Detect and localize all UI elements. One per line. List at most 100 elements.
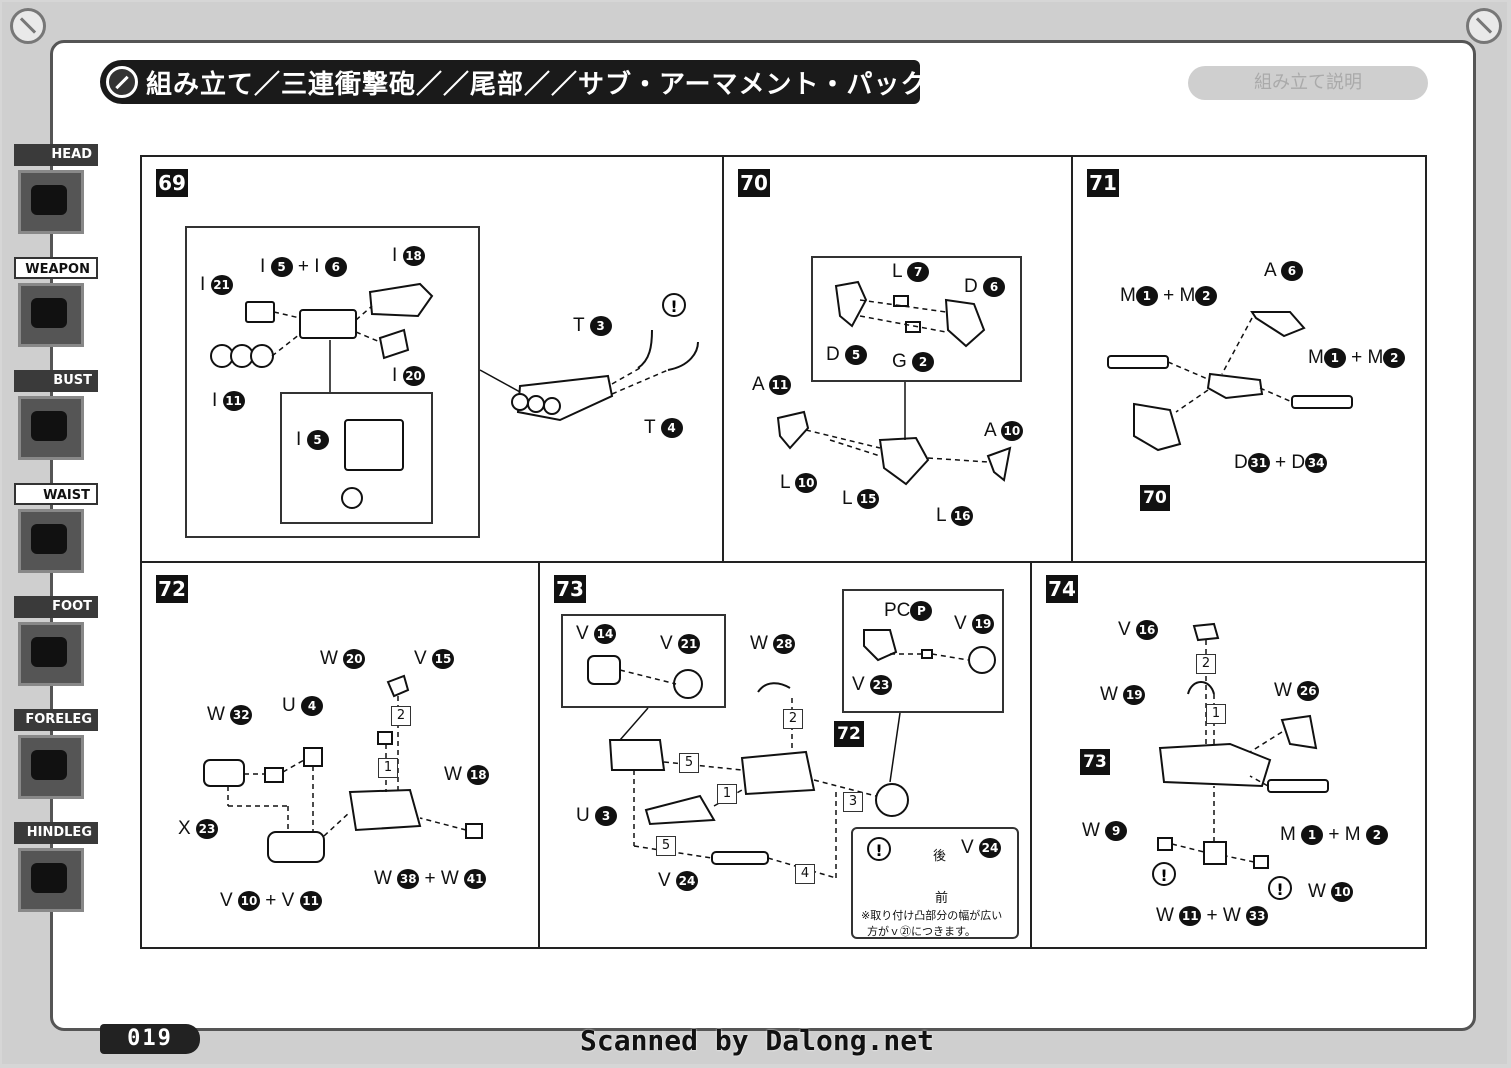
step-reference: 72 (834, 721, 864, 747)
part-label: W 26 (1274, 680, 1320, 702)
part-label: W 32 (207, 704, 253, 726)
part-label: W 38 + W 41 (374, 868, 487, 890)
order-mark: 2 (391, 706, 411, 726)
part-label: V 21 (660, 633, 700, 655)
tab-label: FOOT (14, 596, 98, 618)
step-reference: 70 (1140, 485, 1170, 511)
caution-note: ! 後 V 24 前 ※取り付け凸部分の幅が広い 方がｖ㉑につきます。 (851, 827, 1019, 939)
step-number: 74 (1046, 575, 1078, 603)
part-label: I 18 (392, 245, 425, 267)
step-panel-74: 74 (1032, 563, 1427, 949)
part-label: L 10 (780, 472, 818, 494)
order-mark: 5 (656, 836, 676, 856)
order-mark: 3 (843, 792, 863, 812)
part-label: M 1 + M 2 (1280, 824, 1388, 846)
part-label: L 7 (892, 261, 930, 283)
order-mark: 4 (795, 864, 815, 884)
tab-label: HEAD (14, 144, 98, 166)
part-label: U 3 (576, 805, 618, 827)
foot-thumbnail-icon (18, 622, 84, 686)
part-label: A 11 (752, 374, 791, 396)
step-panel-71: 71 (1073, 157, 1427, 563)
part-label: A 10 (984, 420, 1023, 442)
step-reference: 73 (1080, 749, 1110, 775)
tab-weapon[interactable]: WEAPON (10, 253, 98, 353)
order-mark: 1 (378, 758, 398, 778)
part-label: I 21 (200, 274, 233, 296)
step-panel-70: 70 (724, 157, 1073, 563)
note-back-label: 後 (933, 849, 947, 864)
tab-head[interactable]: HEAD (10, 140, 98, 240)
step-number: 70 (738, 169, 770, 197)
part-label: V 24 (658, 870, 698, 892)
part-label: I 20 (392, 365, 425, 387)
bleed-through-label: 組み立て説明 (1188, 66, 1428, 100)
bust-thumbnail-icon (18, 396, 84, 460)
part-label: V 19 (954, 613, 994, 635)
note-line: ※取り付け凸部分の幅が広い (861, 909, 1003, 922)
part-label: L 16 (936, 505, 974, 527)
tab-label: WEAPON (14, 257, 98, 279)
title-bar (100, 60, 920, 104)
part-label: D 6 (964, 276, 1006, 298)
part-label: W 28 (750, 633, 796, 655)
step-number: 73 (554, 575, 586, 603)
order-mark: 1 (1206, 704, 1226, 724)
part-label: G 2 (892, 351, 935, 373)
order-mark: 2 (783, 709, 803, 729)
page-number: 019 (100, 1024, 200, 1054)
tab-label: BUST (14, 370, 98, 392)
step-panel-69: 69 (142, 157, 724, 563)
order-mark: 2 (1196, 654, 1216, 674)
note-front-label: 前 (935, 891, 949, 906)
screw-icon (1466, 8, 1502, 44)
tab-hindleg[interactable]: HINDLEG (10, 818, 98, 918)
head-thumbnail-icon (18, 170, 84, 234)
tab-label: HINDLEG (14, 822, 98, 844)
step-number: 69 (156, 169, 188, 197)
caution-icon: ! (867, 837, 891, 861)
part-label: W 19 (1100, 684, 1146, 706)
part-label: X 23 (178, 818, 218, 840)
caution-icon: ! (1268, 876, 1292, 900)
weapon-thumbnail-icon (18, 283, 84, 347)
part-label: W 9 (1082, 820, 1128, 842)
part-label: V 10 + V 11 (220, 890, 322, 912)
part-label: I 5 (296, 429, 329, 451)
detail-inset (280, 392, 433, 524)
part-label: W 18 (444, 764, 490, 786)
part-label: I 11 (212, 390, 245, 412)
page-title: 組み立て／三連衝撃砲／／尾部／／サブ・アーマメント・パック (146, 70, 928, 100)
part-label: L 15 (842, 488, 880, 510)
part-label: W 20 (320, 648, 366, 670)
step-panel-73: 73 (540, 563, 1032, 949)
tab-waist[interactable]: WAIST (10, 479, 98, 579)
order-mark: 5 (679, 753, 699, 773)
part-label: W 10 (1308, 881, 1354, 903)
part-label: U 4 (282, 695, 324, 717)
order-mark: 1 (717, 784, 737, 804)
screw-icon (10, 8, 46, 44)
waist-thumbnail-icon (18, 509, 84, 573)
part-label: V 14 (576, 623, 616, 645)
part-label: W 11 + W 33 (1156, 905, 1269, 927)
tab-label: FORELEG (14, 709, 98, 731)
tab-label: WAIST (14, 483, 98, 505)
part-label: V 24 (961, 837, 1001, 859)
caution-icon: ! (1152, 862, 1176, 886)
part-label: I 5 + I 6 (260, 256, 347, 278)
part-label: T 3 (573, 315, 612, 337)
step-number: 71 (1087, 169, 1119, 197)
note-line: 方がｖ㉑につきます。 (867, 925, 976, 938)
part-label: V 16 (1118, 619, 1158, 641)
tab-bust[interactable]: BUST (10, 366, 98, 466)
part-label: V 23 (852, 674, 892, 696)
tab-foreleg[interactable]: FORELEG (10, 705, 98, 805)
step-number: 72 (156, 575, 188, 603)
tab-foot[interactable]: FOOT (10, 592, 98, 692)
part-label: T 4 (644, 417, 683, 439)
